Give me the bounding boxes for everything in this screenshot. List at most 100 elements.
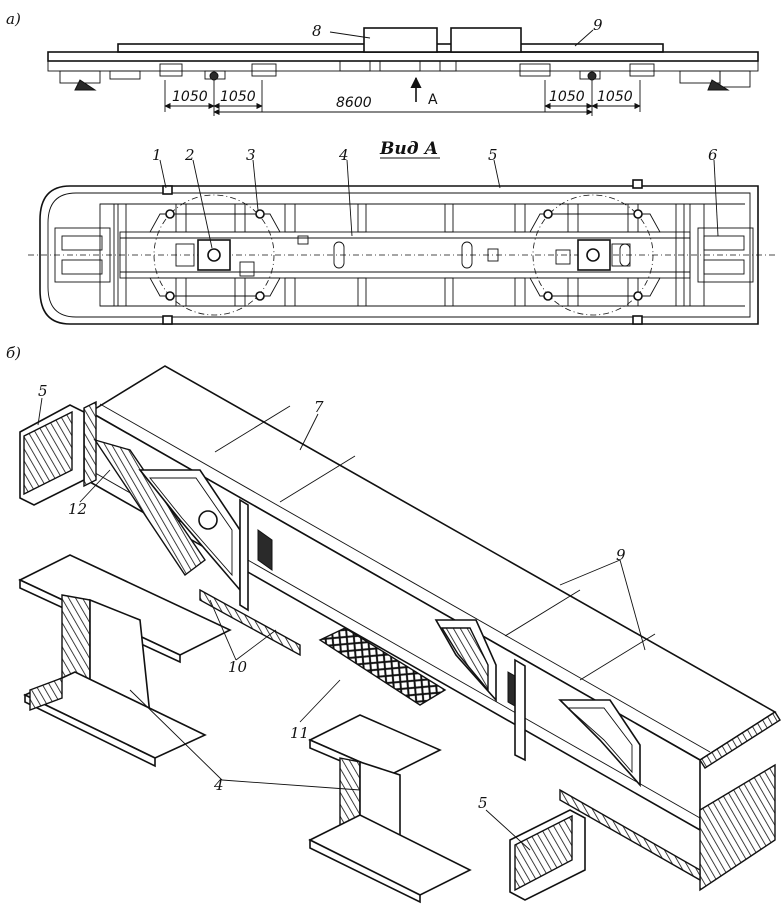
buffer-right bbox=[707, 79, 730, 91]
coupler-detail-left-1 bbox=[61, 235, 103, 251]
leader-b5-left bbox=[37, 397, 43, 426]
web-hole-1 bbox=[257, 529, 273, 571]
leader-b10a bbox=[209, 599, 237, 661]
callout-b9: 9 bbox=[616, 546, 626, 564]
bolster-right-top bbox=[529, 213, 661, 233]
channel-5-left bbox=[19, 404, 85, 506]
callout-b10: 10 bbox=[228, 658, 248, 676]
pivot-plate-left bbox=[197, 239, 231, 271]
part-a-label: a) bbox=[6, 10, 21, 28]
bogie-circle-left bbox=[153, 194, 275, 316]
callout-b4: 4 bbox=[213, 776, 224, 794]
pivot-pin-left bbox=[207, 248, 221, 262]
callout-8: 8 bbox=[312, 22, 322, 40]
callout-b11: 11 bbox=[290, 724, 309, 742]
leader-3 bbox=[252, 159, 259, 211]
underside-details bbox=[59, 60, 751, 88]
beam-end-section-left bbox=[83, 400, 97, 488]
bolts bbox=[162, 179, 643, 325]
channel-5-right bbox=[509, 809, 586, 901]
callout-4: 4 bbox=[338, 146, 349, 164]
underframe-top bbox=[47, 51, 759, 62]
web-opening-mid-inner bbox=[440, 627, 489, 692]
coupler-pocket-right bbox=[697, 227, 754, 283]
callout-3: 3 bbox=[246, 146, 256, 164]
frame-inner-outline bbox=[47, 192, 751, 318]
web-opening-left-inner bbox=[149, 477, 233, 577]
coupler-pocket-left bbox=[54, 227, 111, 283]
web-opening-right-inner bbox=[566, 707, 633, 774]
slot-2 bbox=[461, 241, 473, 269]
frame-outline bbox=[39, 185, 759, 325]
callout-5: 5 bbox=[488, 146, 498, 164]
beam-end-section-right-top bbox=[699, 711, 781, 769]
leader-8 bbox=[329, 31, 371, 39]
i-beam-left bbox=[18, 554, 232, 768]
isometric-view: б) bbox=[6, 344, 781, 904]
part-b-label: б) bbox=[6, 344, 21, 362]
leader-b9b bbox=[619, 559, 646, 651]
leader-b4a bbox=[129, 689, 223, 781]
equipment-box-right bbox=[450, 27, 522, 53]
lower-flange-10a bbox=[199, 588, 301, 657]
leader-b5-right bbox=[485, 809, 531, 851]
callout-b5-left: 5 bbox=[38, 382, 48, 400]
mesh-panel-11 bbox=[318, 627, 447, 706]
coupler-detail-right-2 bbox=[703, 259, 745, 275]
view-title: Вид А bbox=[379, 139, 438, 159]
leader-5 bbox=[493, 159, 501, 189]
coupler-detail-right-1 bbox=[703, 235, 745, 251]
bogie-circle-right bbox=[532, 194, 654, 316]
callout-b5-right: 5 bbox=[478, 794, 488, 812]
pivot-plate-right bbox=[577, 239, 611, 271]
stiffener-2 bbox=[514, 658, 526, 762]
web-opening-right bbox=[558, 699, 641, 788]
plan-view: Вид А bbox=[28, 139, 775, 325]
equipment-box-left bbox=[363, 27, 438, 53]
bolster-right-bottom bbox=[529, 277, 661, 297]
callout-b12: 12 bbox=[68, 500, 87, 518]
leader-6 bbox=[713, 159, 719, 237]
leader-9 bbox=[574, 29, 594, 47]
bolster-left-top bbox=[149, 213, 281, 233]
hole-2 bbox=[297, 235, 309, 245]
callout-b7: 7 bbox=[314, 398, 324, 416]
hole-1 bbox=[487, 248, 499, 262]
plate-seam-1 bbox=[214, 405, 291, 453]
brace-12 bbox=[93, 438, 206, 577]
beam-top-edge bbox=[99, 403, 711, 753]
stiffener-1 bbox=[239, 498, 249, 612]
round-bar bbox=[198, 510, 218, 530]
leader-2 bbox=[192, 159, 213, 249]
leader-b11 bbox=[299, 679, 341, 723]
plate-detail-2 bbox=[239, 261, 255, 277]
beam-end-section-right bbox=[699, 763, 776, 892]
callout-2: 2 bbox=[184, 146, 195, 164]
buffer-left bbox=[74, 79, 97, 91]
pivot-right bbox=[587, 71, 597, 81]
leader-b4b bbox=[221, 779, 361, 791]
leader-b12 bbox=[79, 469, 111, 503]
plate-seam-2 bbox=[279, 455, 356, 503]
callout-9: 9 bbox=[593, 16, 603, 34]
side-view: a) 8 bbox=[6, 10, 759, 116]
leader-1 bbox=[159, 159, 167, 189]
underframe-body bbox=[47, 60, 759, 72]
leader-b7 bbox=[299, 413, 319, 451]
cross-members bbox=[99, 203, 705, 307]
pivot-left bbox=[209, 71, 219, 81]
plate-detail-1 bbox=[175, 243, 195, 267]
pivot-pin-right bbox=[586, 248, 600, 262]
leader-4 bbox=[346, 159, 353, 237]
i-beam-right bbox=[308, 714, 472, 904]
view-arrow-label: A bbox=[428, 92, 438, 108]
plate-seam-3 bbox=[504, 589, 581, 637]
callout-1: 1 bbox=[152, 146, 162, 164]
leader-b9a bbox=[559, 559, 621, 586]
lower-flange-10b bbox=[559, 788, 701, 882]
slot-1 bbox=[333, 241, 345, 269]
dim-3: 8600 bbox=[336, 95, 372, 111]
coupler-detail-left-2 bbox=[61, 259, 103, 275]
dim-4: 1050 bbox=[549, 89, 585, 105]
